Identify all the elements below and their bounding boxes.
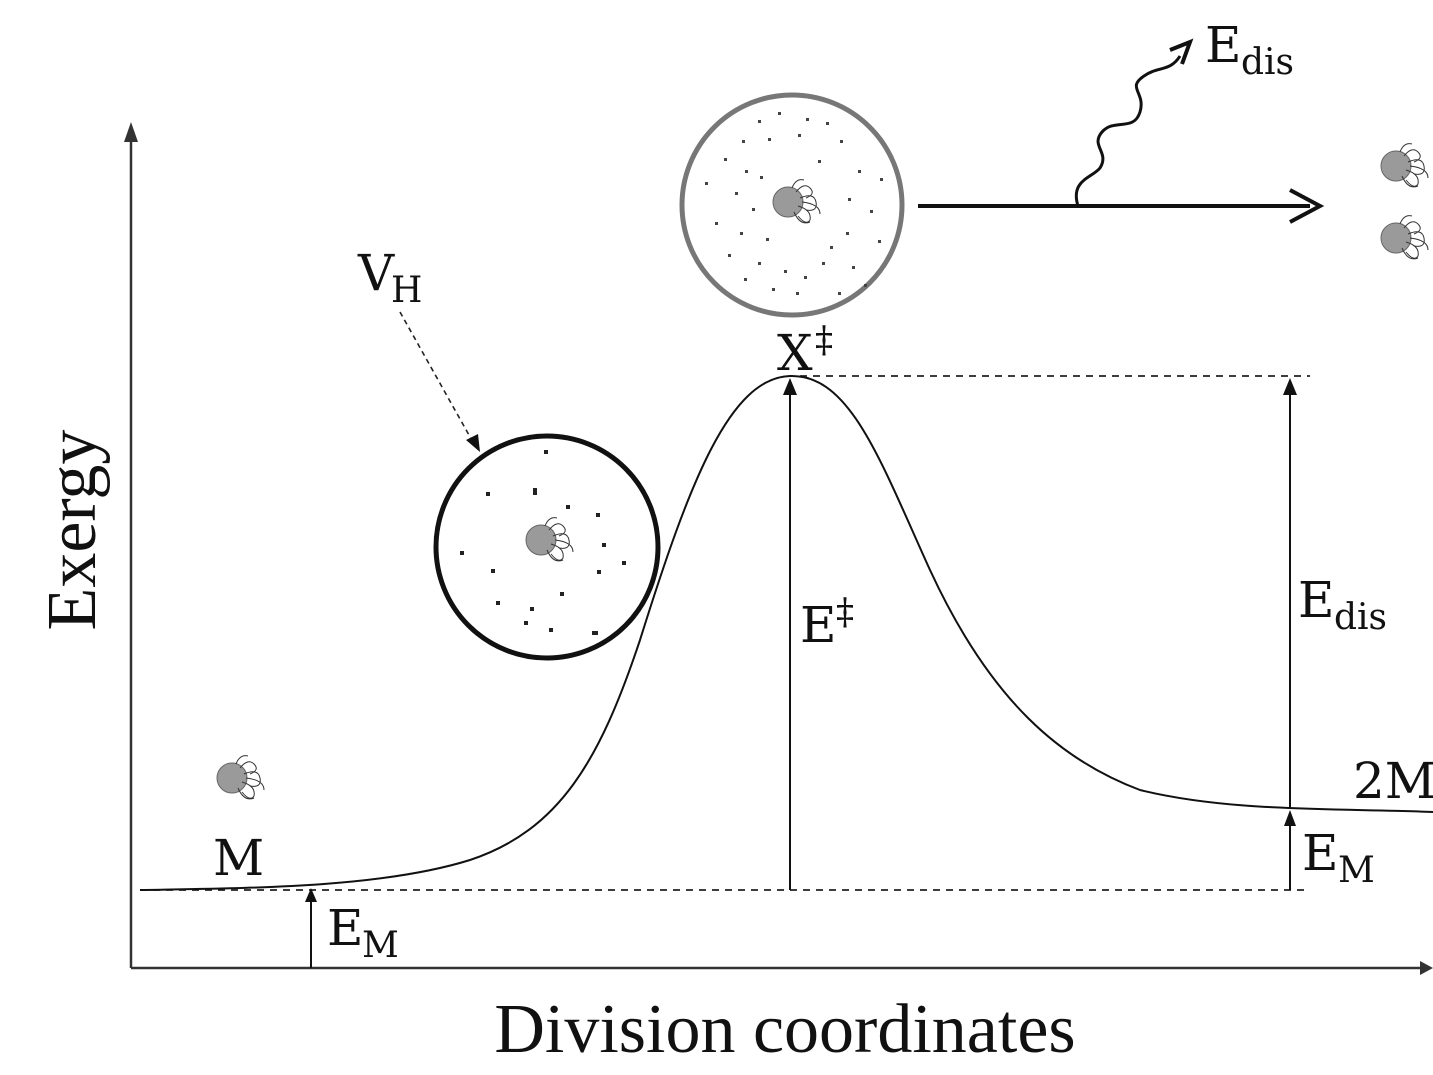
- edis-right-arrowhead: [1283, 378, 1297, 395]
- dissociation-arrowhead: [1289, 188, 1325, 224]
- label-x-double-dagger-main: X: [777, 324, 813, 382]
- label-2m: 2M: [1353, 752, 1433, 810]
- label-em-right-main: E: [1302, 824, 1339, 882]
- y-axis-label: Exergy: [34, 430, 111, 631]
- molecule-icon: [1380, 143, 1429, 188]
- transition-circle: [679, 92, 905, 318]
- x-axis-label: Division coordinates: [494, 991, 1075, 1068]
- label-em-left-main: E: [327, 899, 364, 957]
- energy-emission-wave: [1074, 55, 1182, 207]
- label-e-double-dagger-main: E: [800, 596, 837, 654]
- label-em-left-sub: M: [362, 925, 399, 966]
- label-em-right-sub: M: [1338, 850, 1375, 891]
- x-axis-arrowhead: [1420, 961, 1433, 975]
- label-vh-main: V: [357, 244, 395, 302]
- label-edis-right-sub: dis: [1334, 597, 1387, 638]
- molecule-icon: [525, 517, 574, 562]
- label-vh-sub: H: [391, 270, 422, 311]
- em-left-arrowhead: [305, 888, 317, 902]
- vh-circle: [433, 433, 661, 661]
- energy-curve: [139, 374, 1433, 891]
- molecule-icon: [1380, 215, 1429, 260]
- label-edis-top-sub: dis: [1241, 42, 1294, 83]
- energy-emission-arrowhead: [1169, 38, 1194, 65]
- label-edis-top-main: E: [1205, 16, 1242, 74]
- e-double-dagger-arrowhead: [783, 378, 797, 395]
- em-right-arrowhead: [1284, 810, 1296, 826]
- transition-particles: [705, 112, 883, 295]
- label-m: M: [213, 829, 264, 887]
- molecule-icon: [216, 755, 265, 800]
- y-axis-arrowhead: [124, 122, 138, 142]
- label-e-double-dagger-sup: ‡: [836, 592, 854, 633]
- vh-pointer-arrowhead: [466, 434, 480, 452]
- label-edis-right-main: E: [1298, 571, 1335, 629]
- vh-pointer: [399, 311, 475, 445]
- molecule-icon: [772, 179, 821, 224]
- vh-particles: [460, 450, 626, 635]
- label-x-double-dagger-sup: ‡: [815, 320, 833, 361]
